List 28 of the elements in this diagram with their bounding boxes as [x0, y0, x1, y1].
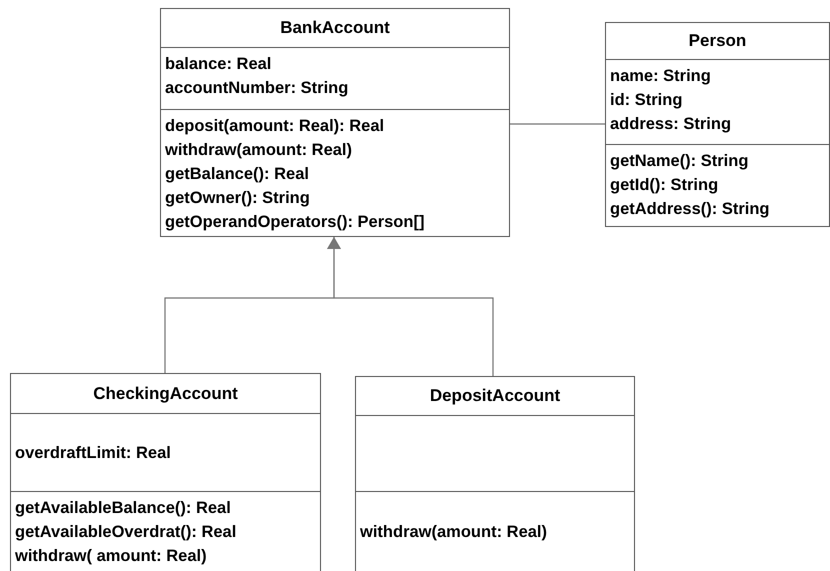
class-name: BankAccount [279, 18, 391, 38]
generalization-arrow [327, 237, 494, 376]
association-line [510, 123, 605, 125]
class-box [605, 22, 830, 227]
member-text: getAvailableBalance(): Real [15, 498, 231, 519]
class-box [10, 373, 321, 571]
class-box [355, 376, 635, 571]
class-name: CheckingAccount [92, 384, 239, 404]
member-text: getId(): String [610, 175, 718, 196]
member-text: deposit(amount: Real): Real [165, 116, 384, 137]
member-text: id: String [610, 90, 682, 111]
member-text: getBalance(): Real [165, 164, 309, 185]
class-box [160, 8, 510, 237]
member-text: getName(): String [610, 151, 748, 172]
member-text: withdraw( amount: Real) [15, 546, 207, 567]
member-text: getAvailableOverdrat(): Real [15, 522, 236, 543]
class-name: DepositAccount [428, 386, 562, 406]
member-text: overdraftLimit: Real [15, 442, 171, 464]
member-text: name: String [610, 66, 711, 87]
member-text: withdraw(amount: Real) [165, 140, 352, 161]
class-name: Person [688, 31, 748, 51]
member-text: address: String [610, 114, 732, 135]
member-text: accountNumber: String [165, 78, 348, 99]
member-text: balance: Real [165, 54, 272, 75]
member-text: withdraw(amount: Real) [360, 522, 548, 543]
member-text: getOwner(): String [165, 188, 310, 209]
member-text: getAddress(): String [610, 199, 770, 220]
member-text: getOperandOperators(): Person[] [165, 212, 424, 233]
